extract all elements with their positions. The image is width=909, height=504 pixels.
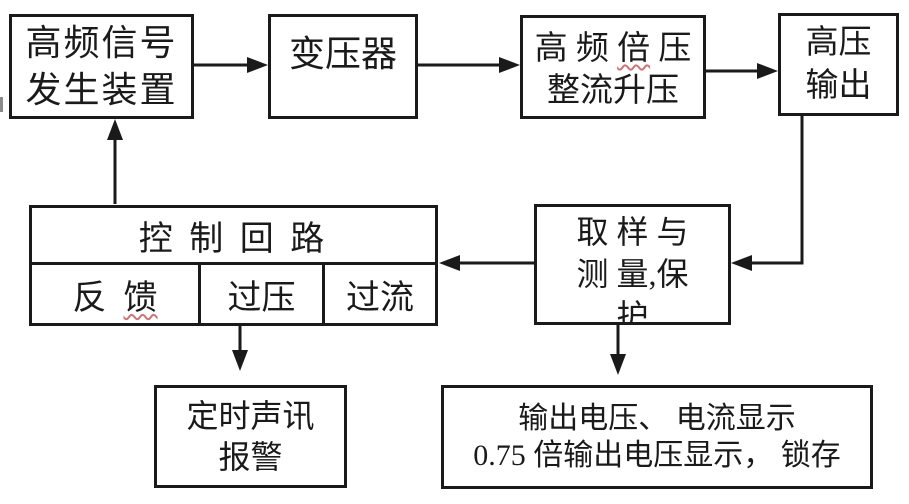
box-label: 取 样 与 [576,214,689,250]
box-hf-voltage-doubler-rectifier: 高 频 倍 压 整流升压 [520,15,706,119]
label-text: 反 [72,279,124,317]
control-loop-title: 控 制 回 路 [32,208,435,265]
box-label: 测 量,保 [576,256,689,292]
arrow-sampling-to-display [610,325,626,375]
box-label: 整流升压 [547,73,679,110]
arrow-control-to-alarm [232,326,248,371]
label-text: 高 频 [534,31,618,67]
box-hv-output: 高压 输出 [778,13,899,116]
box-label: 发生装置 [25,69,178,110]
arrow-hvoutput-to-sampling [731,116,804,271]
cell-feedback: 反 馈 [32,265,201,323]
box-timed-audio-alarm: 定时声讯 报警 [154,385,347,488]
label-text: 压 [650,31,692,67]
box-label: 高频信号 [25,23,178,64]
left-edge-artifact [0,97,3,112]
box-label: 定时声讯 [186,397,315,434]
arrow-control-to-signal [107,119,123,204]
arrow-doubler-to-hvoutput [706,63,778,79]
box-label: 变压器 [288,34,397,74]
arrow-sampling-to-control [439,255,534,271]
box-transformer: 变压器 [268,14,418,119]
arrow-transformer-to-doubler [418,57,520,73]
box-label: 输出 [805,67,872,104]
arrow-signal-to-transformer [194,57,268,73]
box-sampling-measure-protect: 取 样 与 测 量,保 护 [534,204,731,325]
box-label: 高 频 倍 压 [535,28,692,70]
cell-overcurrent: 过流 [346,279,414,317]
spellcheck-flagged-text: 倍 [617,31,651,67]
box-control-loop: 控 制 回 路 反 馈 过压 过流 [29,205,438,326]
box-hf-signal-generator: 高频信号 发生装置 [9,14,194,119]
box-label: 高压 [805,25,872,62]
box-label-clipped: 护 [616,298,649,325]
box-label: 输出电压、 电流显示 [518,402,796,435]
control-loop-cells: 反 馈 过压 过流 [32,265,435,323]
cell-overvoltage: 过压 [201,265,325,323]
box-label: 报警 [218,438,283,475]
spellcheck-flagged-text: 馈 [123,279,158,317]
box-voltage-current-display: 输出电压、 电流显示 0.75 倍输出电压显示， 锁存 [441,385,873,489]
box-label: 0.75 倍输出电压显示， 锁存 [473,439,841,472]
